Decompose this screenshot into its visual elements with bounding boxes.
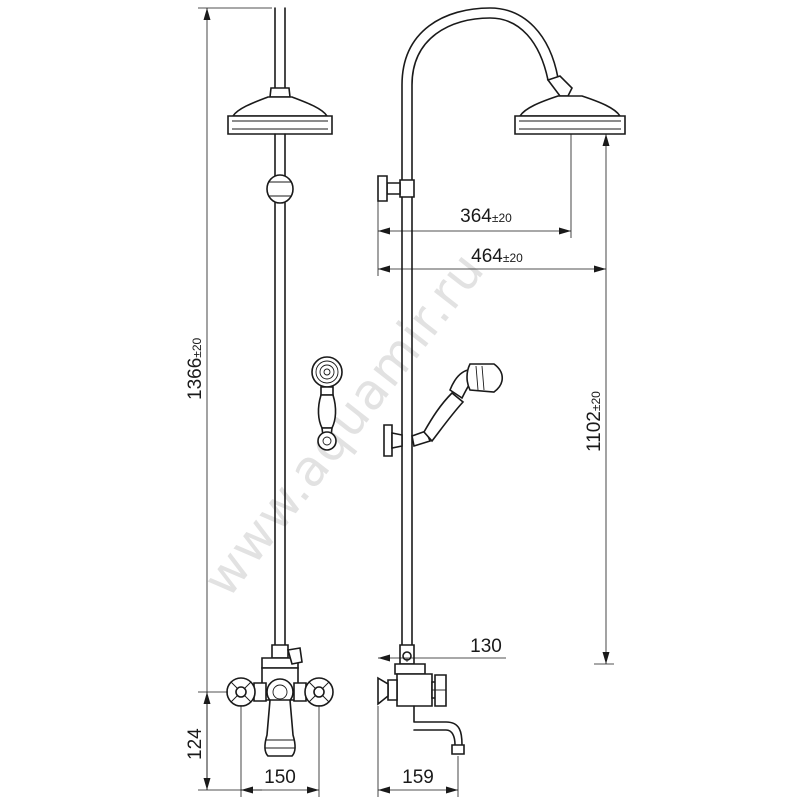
dim-rail-height-value: 1102 [584, 411, 605, 452]
right-cross-handle [304, 677, 334, 707]
dim-mixer-width-value: 150 [264, 767, 296, 788]
wall-bracket [317, 431, 337, 451]
svg-text:1102±20: 1102±20 [584, 391, 605, 452]
dim-arm-long-tol: ±20 [503, 251, 523, 265]
dim-arm-short-tol: ±20 [492, 211, 512, 225]
svg-text:464±20: 464±20 [471, 246, 523, 267]
svg-text:364±20: 364±20 [460, 206, 512, 227]
dim-mixer-height-value: 124 [185, 728, 206, 760]
swivel-ball-front [266, 174, 294, 204]
dim-arm-long-value: 464 [471, 246, 503, 267]
riser-pipe-front [274, 202, 286, 646]
dim-mixer-height: 124 [185, 691, 228, 790]
slider-knob [377, 175, 388, 202]
dim-spout-reach-value: 130 [470, 636, 502, 657]
hand-shower-front [311, 356, 343, 451]
dim-mixer-width: 150 [240, 705, 320, 797]
arched-arm [401, 7, 559, 189]
spout-front [264, 699, 296, 757]
side-handle [434, 674, 447, 707]
dim-spout-reach: 130 [378, 636, 506, 662]
riser-pipe-side [401, 196, 413, 646]
rain-head-side [518, 95, 622, 117]
dim-mixer-depth-value: 159 [402, 767, 434, 788]
front-view [226, 7, 334, 757]
wall-flange [377, 676, 389, 706]
dim-mixer-depth: 159 [377, 706, 459, 797]
spout-side [413, 705, 463, 746]
watermark: www.aquamir.ru [192, 241, 496, 607]
svg-text:1366±20: 1366±20 [185, 337, 206, 400]
rain-head-front [231, 96, 329, 117]
dim-arm-short: 364±20 [377, 134, 572, 238]
dim-arm-short-value: 364 [460, 206, 492, 227]
dim-total-height-value: 1366 [185, 358, 206, 400]
dim-total-height-tol: ±20 [190, 337, 204, 357]
left-cross-handle [226, 677, 256, 707]
dim-rail-height: 1102±20 [584, 133, 625, 665]
dim-arm-long: 464±20 [377, 238, 606, 276]
dim-rail-height-tol: ±20 [589, 391, 603, 411]
hand-shower-side [411, 363, 504, 448]
